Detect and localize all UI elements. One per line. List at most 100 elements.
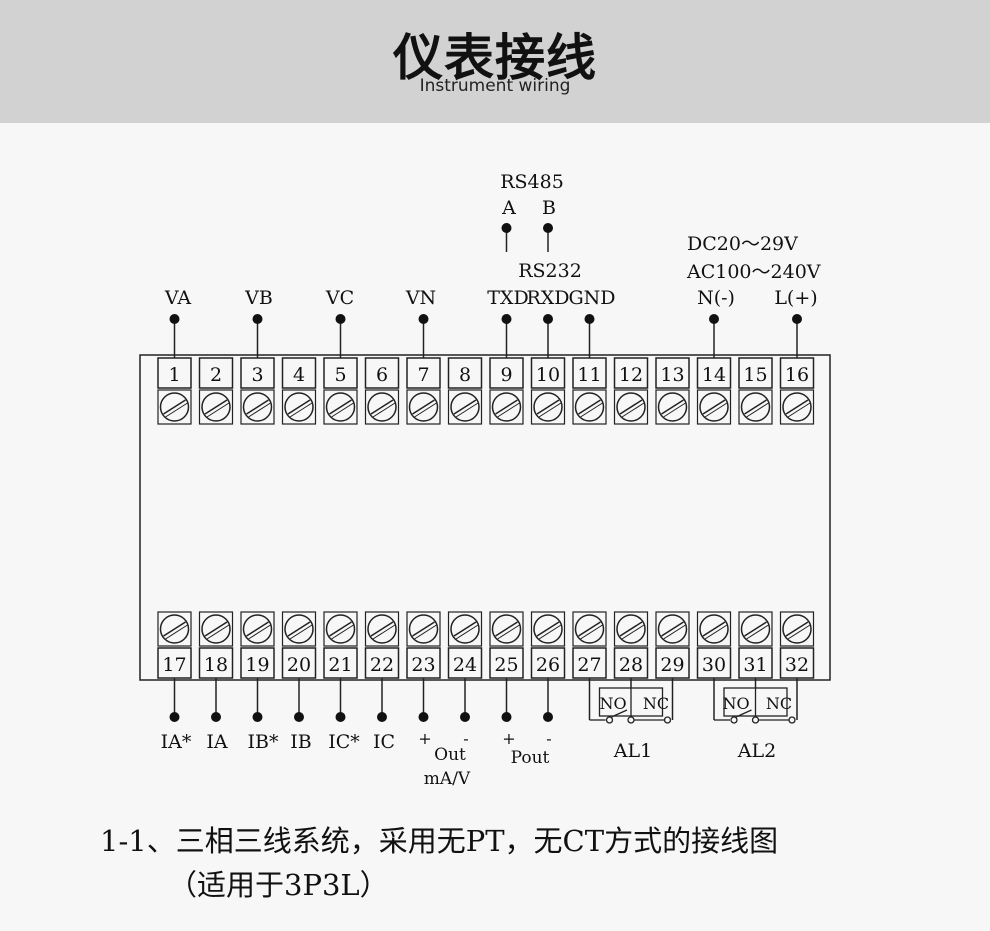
screw-9-slot <box>495 399 518 415</box>
screw-1-slot2 <box>165 402 188 418</box>
dot-top-10 <box>543 314 553 324</box>
label-vc: VC <box>325 287 354 309</box>
screw-10-slot2 <box>538 402 562 418</box>
terminal-label-16: 16 <box>785 364 809 386</box>
label-out: Out <box>434 745 466 765</box>
relay-al2-no-c2 <box>751 716 760 724</box>
terminal-box-13 <box>655 357 690 389</box>
terminal-box-18 <box>198 647 234 679</box>
label-pout-plus: + <box>502 729 515 748</box>
terminal-label-26: 26 <box>536 654 560 676</box>
terminal-label-13: 13 <box>660 364 684 386</box>
screw-22-slot <box>370 621 394 637</box>
label-out-plus: + <box>418 729 431 748</box>
screw-frame-10 <box>530 389 566 425</box>
label-out-unit: mA/V <box>424 769 471 789</box>
screw-3-slot <box>246 399 269 415</box>
label-n-minus: N(-) <box>697 287 735 309</box>
terminal-label-25: 25 <box>494 654 518 676</box>
terminal-box-25 <box>489 647 524 679</box>
screw-31-slot2 <box>746 624 769 640</box>
terminal-box-15 <box>738 357 773 389</box>
screw-frame-28 <box>613 611 649 647</box>
screw-15-slot <box>744 399 767 415</box>
dot-top-11 <box>584 314 595 324</box>
terminal-box-11 <box>572 357 607 389</box>
screw-3-slot2 <box>248 402 271 418</box>
screw-frame-11 <box>572 389 607 425</box>
label-ac-range: AC100～240V <box>686 261 821 283</box>
screw-20-slot <box>287 621 311 637</box>
relay-al2-no: NO <box>722 694 749 713</box>
label-vn: VN <box>405 287 436 309</box>
label-ia: IA <box>206 731 228 753</box>
screw-5-slot2 <box>331 402 354 418</box>
dot-top-3 <box>252 314 263 324</box>
screw-frame-18 <box>198 611 234 647</box>
terminal-label-31: 31 <box>743 654 767 676</box>
screw-10-slot <box>536 399 560 415</box>
terminal-box-12 <box>613 357 649 389</box>
screw-6-slot2 <box>372 402 396 418</box>
relay-al1-nc: NC <box>643 694 669 713</box>
screw-2-slot <box>204 399 228 415</box>
dot-bottom-25 <box>501 712 512 722</box>
screw-23-slot <box>412 621 435 637</box>
terminal-label-12: 12 <box>619 364 643 386</box>
terminal-label-7: 7 <box>417 364 429 386</box>
label-rxd: RXD <box>526 287 569 309</box>
screw-7-slot2 <box>414 402 437 418</box>
label-rs485-a: A <box>501 197 516 219</box>
screw-27-slot <box>578 621 601 637</box>
screw-2-slot2 <box>206 402 230 418</box>
screw-frame-21 <box>323 611 358 647</box>
screw-11-slot <box>578 399 601 415</box>
screw-21-slot <box>329 621 352 637</box>
label-ic-star: IC* <box>328 731 360 753</box>
terminal-box-14 <box>696 357 732 389</box>
screw-17-slot2 <box>165 624 188 640</box>
terminal-box-6 <box>364 357 400 389</box>
screw-5-slot <box>329 399 352 415</box>
screw-frame-12 <box>613 389 649 425</box>
terminal-box-24 <box>447 647 483 679</box>
screw-29-slot <box>661 621 684 637</box>
label-va: VA <box>164 287 191 309</box>
label-gnd: GND <box>568 287 615 309</box>
screw-frame-25 <box>489 611 524 647</box>
terminal-label-4: 4 <box>293 364 305 386</box>
screw-13-slot <box>661 399 684 415</box>
label-pout-minus: - <box>546 729 551 748</box>
screw-frame-14 <box>696 389 732 425</box>
relay-al1-nc-c <box>663 716 672 724</box>
terminal-label-11: 11 <box>577 364 601 386</box>
dot-bottom-24 <box>460 712 470 722</box>
terminal-label-3: 3 <box>251 364 263 386</box>
screw-29-slot2 <box>663 624 686 640</box>
screw-27-slot2 <box>580 624 603 640</box>
screw-24-slot2 <box>455 624 479 640</box>
label-pout: Pout <box>511 748 550 768</box>
screw-frame-24 <box>447 611 483 647</box>
dot-top-1 <box>169 314 180 324</box>
screw-18-slot2 <box>206 624 230 640</box>
screw-14-slot2 <box>704 402 728 418</box>
dot-top-14 <box>709 314 719 324</box>
screw-9-slot2 <box>497 402 520 418</box>
screw-21-slot2 <box>331 624 354 640</box>
screw-frame-13 <box>655 389 690 425</box>
screw-frame-31 <box>738 611 773 647</box>
terminal-label-8: 8 <box>459 364 471 386</box>
terminal-label-21: 21 <box>328 654 352 676</box>
terminal-box-28 <box>613 647 649 679</box>
dot-bottom-23 <box>418 712 429 722</box>
terminal-label-6: 6 <box>376 364 388 386</box>
dot-bottom-18 <box>211 712 221 722</box>
screw-17-slot <box>163 621 186 637</box>
terminal-box-8 <box>447 357 483 389</box>
screw-22-slot2 <box>372 624 396 640</box>
screw-28-slot <box>619 621 643 637</box>
screw-frame-2 <box>198 389 234 425</box>
screw-4-slot <box>287 399 311 415</box>
screw-13-slot2 <box>663 402 686 418</box>
